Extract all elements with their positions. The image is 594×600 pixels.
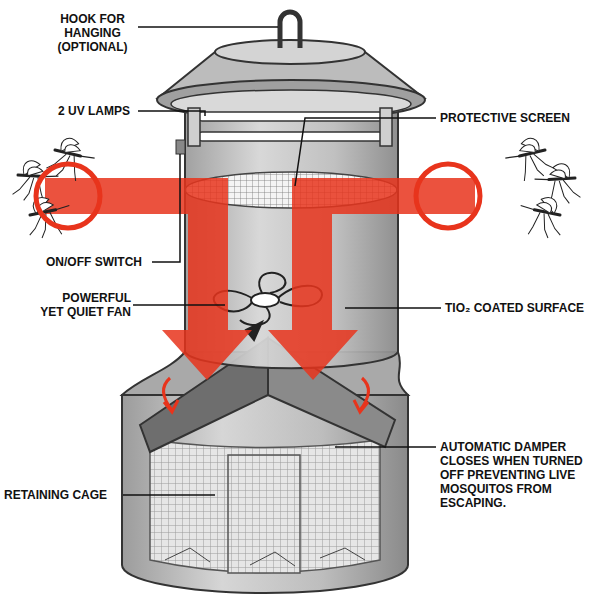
uv-lamps xyxy=(380,108,392,146)
leader-lines xyxy=(138,111,205,116)
uv-lamps xyxy=(176,108,392,154)
lid xyxy=(215,40,365,64)
retaining-cage xyxy=(150,440,380,573)
callout-label: RETAINING CAGE xyxy=(4,488,122,502)
highlight-circles xyxy=(416,164,480,228)
callout-label: 2 UV LAMPS xyxy=(58,104,138,118)
uv-lamps xyxy=(188,108,200,146)
retaining-cage xyxy=(150,440,380,573)
leader-lines xyxy=(345,307,441,309)
callout-label: HOOK FOR HANGING (OPTIONAL) xyxy=(50,12,135,54)
mosquitoes xyxy=(533,162,581,209)
uv-lamps xyxy=(176,140,185,154)
uv-lamps xyxy=(198,112,383,121)
airflow-arrows xyxy=(45,178,475,380)
highlight-circles xyxy=(36,164,480,228)
hanging-hook xyxy=(280,12,300,48)
airflow-arrows xyxy=(268,178,475,380)
leader-lines xyxy=(123,27,441,495)
leader-lines xyxy=(123,494,215,496)
callout-label: POWERFUL YET QUIET FAN xyxy=(38,291,131,319)
uv-lamps xyxy=(198,132,383,141)
callout-label: PROTECTIVE SCREEN xyxy=(440,111,590,125)
fan xyxy=(251,293,279,307)
leader-lines xyxy=(335,446,436,448)
damper-arrows xyxy=(164,400,178,412)
mosquitoes xyxy=(12,134,581,239)
mosquitoes xyxy=(502,134,555,186)
hanging-hook xyxy=(280,12,300,48)
leader-lines xyxy=(295,118,436,186)
mosquitoes xyxy=(27,195,72,239)
airflow-arrows xyxy=(45,178,252,380)
leader-lines xyxy=(138,26,278,28)
damper-arrows xyxy=(164,378,369,412)
fan xyxy=(240,307,270,325)
highlight-circles xyxy=(36,164,100,228)
callout-label: AUTOMATIC DAMPER CLOSES WHEN TURNED OFF … xyxy=(440,440,588,510)
retaining-cage xyxy=(165,548,365,566)
retaining-cage xyxy=(228,455,300,573)
fan xyxy=(259,273,285,293)
mosquitoes xyxy=(518,195,563,239)
damper-arrows xyxy=(354,400,368,412)
callout-label: ON/OFF SWITCH xyxy=(46,255,152,269)
leader-lines xyxy=(133,304,225,306)
leader-lines xyxy=(152,154,180,262)
callout-label: TIO₂ COATED SURFACE xyxy=(445,301,590,315)
mosquitoes xyxy=(45,134,98,186)
